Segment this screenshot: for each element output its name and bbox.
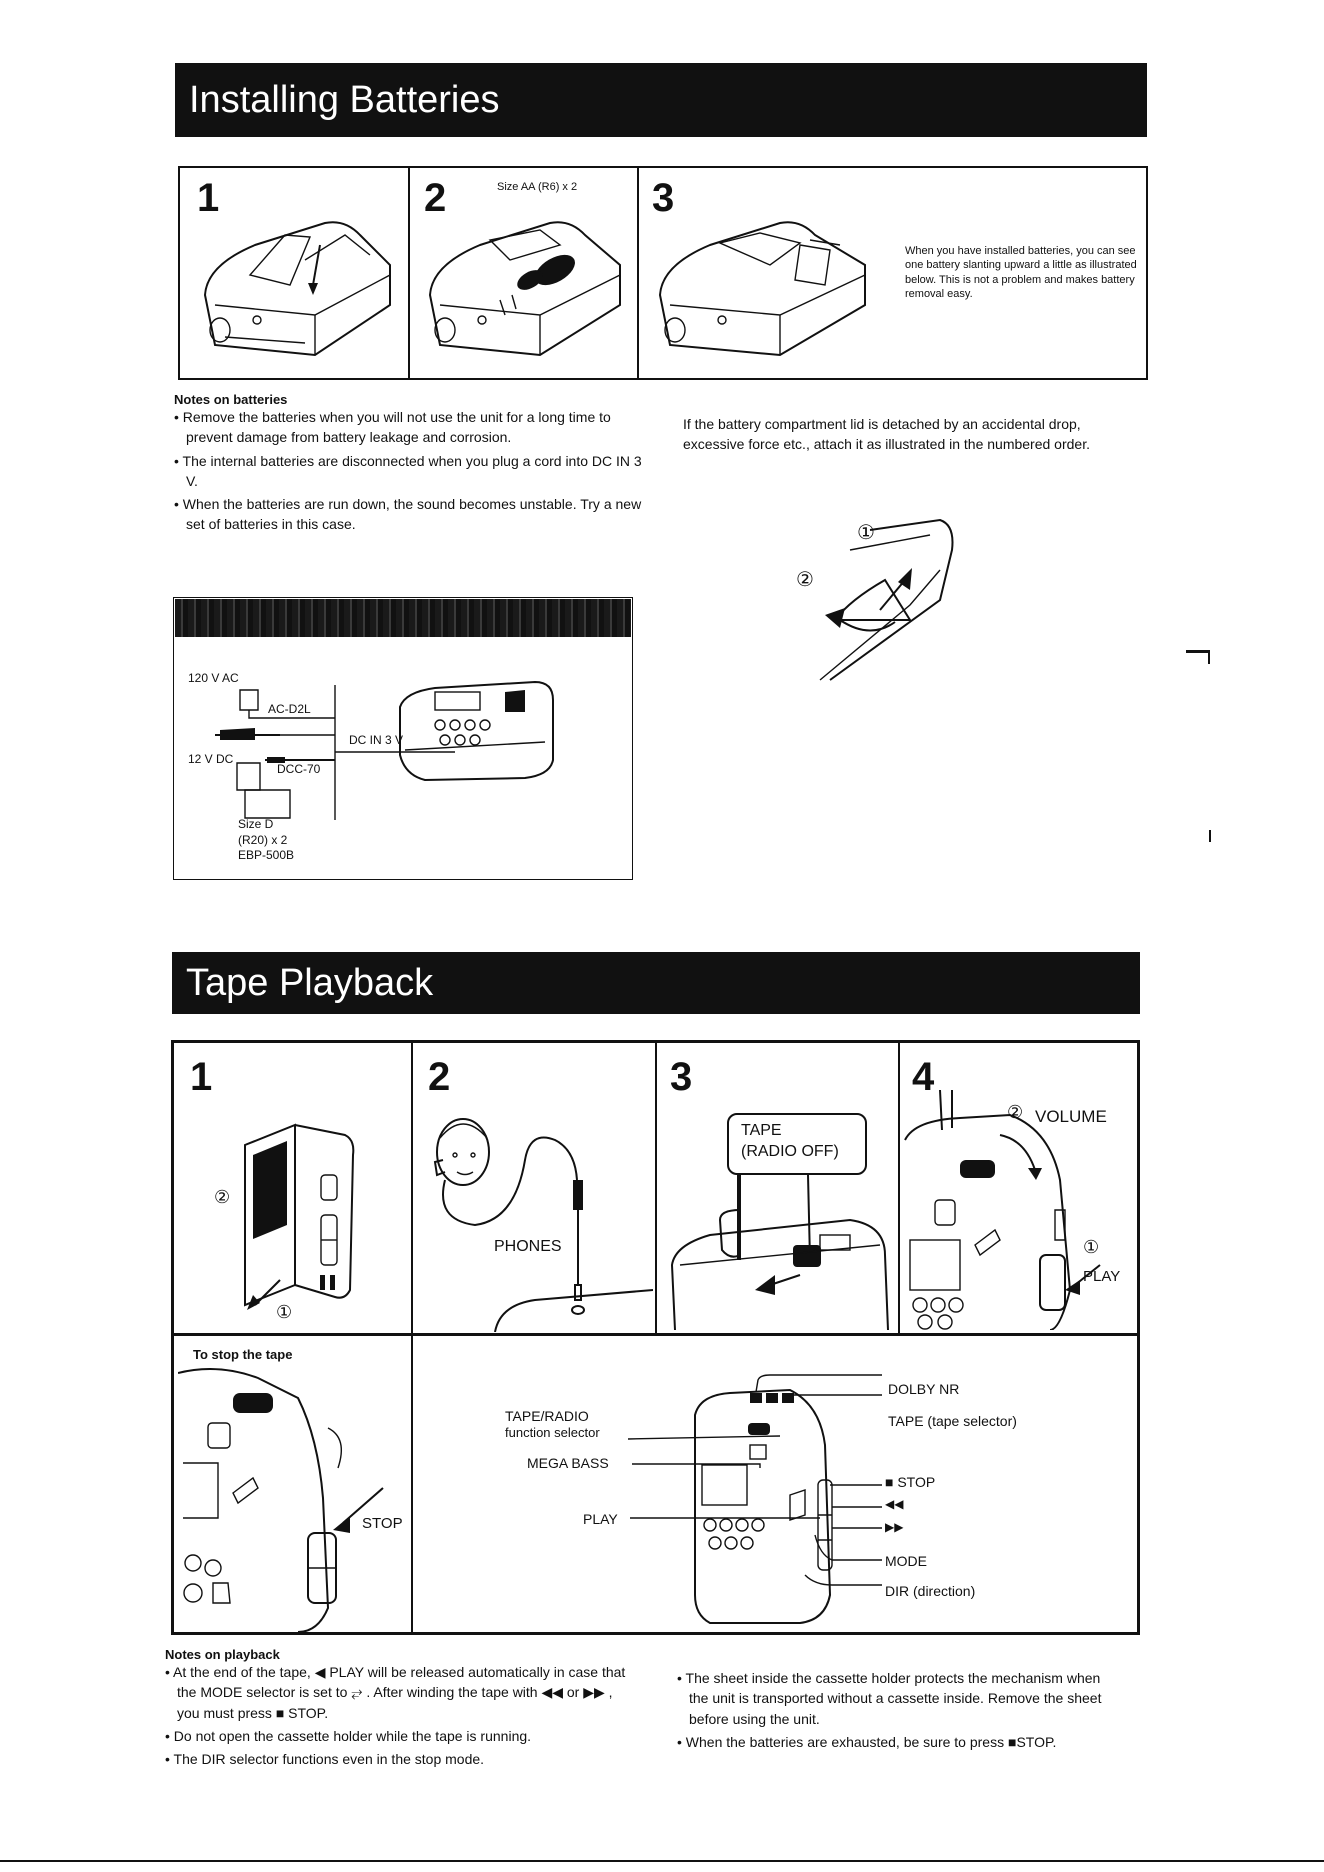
tape-radio-off-callout: TAPE (RADIO OFF) (727, 1113, 867, 1175)
battery-step-3-illustration (650, 205, 880, 375)
lid-mark-2: ② (796, 567, 814, 592)
fast-forward-label: ▶▶ (885, 1520, 903, 1534)
play-label: PLAY (583, 1511, 618, 1527)
step4-mark-volume: ② (1007, 1102, 1023, 1123)
playback-step-3-number: 3 (670, 1057, 692, 1097)
step1-mark-1: ① (276, 1302, 292, 1323)
playback-note-5: • When the batteries are exhausted, be s… (677, 1732, 1122, 1752)
playback-note-2: • Do not open the cassette holder while … (165, 1726, 635, 1746)
section-title: Tape Playback (186, 964, 433, 1002)
playback-step-1-illustration (225, 1115, 365, 1320)
callout-line-1: TAPE (741, 1121, 853, 1142)
playback-note-4: • The sheet inside the cassette holder p… (677, 1668, 1122, 1729)
stop-label: STOP (362, 1515, 403, 1532)
playback-step-1-number: 1 (190, 1057, 212, 1097)
mode-label: MODE (885, 1553, 927, 1569)
function-selector-label: function selector (505, 1425, 600, 1440)
section-title: Installing Batteries (189, 81, 500, 119)
mega-bass-label: MEGA BASS (527, 1455, 609, 1471)
playback-note-3: • The DIR selector functions even in the… (165, 1749, 635, 1769)
step1-mark-2: ② (214, 1187, 230, 1208)
step4-mark-play: ① (1083, 1237, 1099, 1258)
stop-button-label: ■ STOP (885, 1474, 935, 1490)
tape-radio-label: TAPE/RADIO (505, 1408, 589, 1424)
rewind-label: ◀◀ (885, 1497, 903, 1511)
power-connection-illustration (175, 640, 631, 870)
battery-step-1-illustration (195, 205, 400, 375)
power-sources-header-strip (175, 599, 631, 637)
stop-panel-title: To stop the tape (193, 1347, 292, 1362)
battery-size-caption: Size AA (R6) x 2 (497, 181, 577, 193)
battery-notes: Notes on batteries • Remove the batterie… (174, 392, 644, 538)
step4-play-label: PLAY (1083, 1268, 1120, 1285)
volume-label: VOLUME (1035, 1107, 1107, 1127)
battery-note-1: • Remove the batteries when you will not… (174, 407, 644, 448)
battery-note-3: • When the batteries are run down, the s… (174, 494, 644, 535)
playback-step-3-illustration (660, 1175, 896, 1330)
lid-note: If the battery compartment lid is detach… (683, 414, 1143, 458)
playback-note-1: • At the end of the tape, ◀ PLAY will be… (165, 1662, 635, 1723)
battery-note-2: • The internal batteries are disconnecte… (174, 451, 644, 492)
dir-label: DIR (direction) (885, 1583, 975, 1599)
installing-batteries-banner: Installing Batteries (175, 63, 1147, 137)
playback-notes-left: Notes on playback • At the end of the ta… (165, 1647, 635, 1772)
playback-notes-title: Notes on playback (165, 1647, 635, 1662)
dolby-nr-label: DOLBY NR (888, 1381, 959, 1397)
stop-illustration (178, 1368, 410, 1632)
lid-reattach-illustration (790, 510, 980, 690)
battery-step-2-illustration (420, 205, 630, 375)
tape-playback-banner: Tape Playback (172, 952, 1140, 1014)
battery-slant-note: When you have installed batteries, you c… (905, 244, 1143, 301)
playback-notes-right: • The sheet inside the cassette holder p… (677, 1668, 1122, 1755)
tape-selector-label: TAPE (tape selector) (888, 1413, 1017, 1429)
lid-mark-1: ① (857, 520, 875, 545)
callout-line-2: (RADIO OFF) (741, 1142, 853, 1163)
playback-step-2-number: 2 (428, 1057, 450, 1097)
battery-notes-title: Notes on batteries (174, 392, 644, 407)
page-bottom-rule (0, 1860, 1324, 1862)
phones-label: PHONES (494, 1238, 562, 1256)
playback-step-2-illustration (415, 1100, 653, 1332)
controls-leader-lines (620, 1370, 900, 1610)
